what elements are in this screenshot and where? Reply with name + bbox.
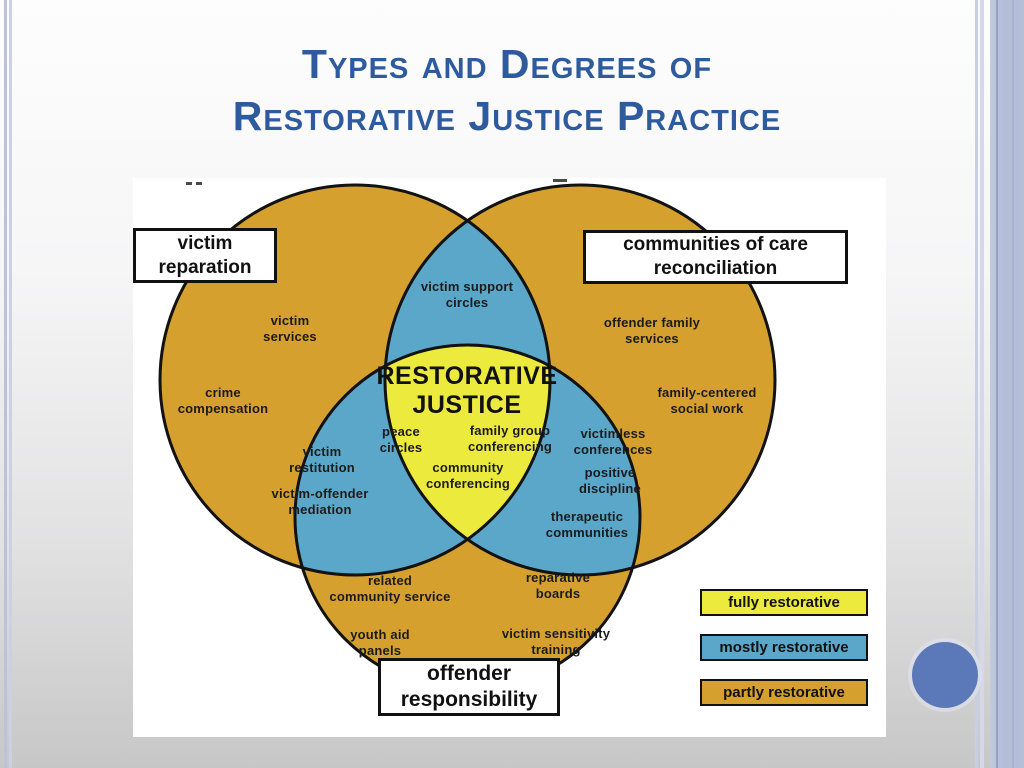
legend-mostly-restorative: mostly restorative	[700, 634, 868, 661]
circle-outline	[158, 183, 552, 577]
legend-fully-restorative: fully restorative	[700, 589, 868, 616]
label-crime-compensation: crime compensation	[177, 385, 269, 416]
label-victim-services: victim services	[263, 313, 317, 344]
right-edge-band	[990, 0, 1024, 768]
venn-diagram-panel: victim reparation communities of care re…	[133, 178, 886, 737]
label-victimless-conferences: victimless conferences	[573, 426, 653, 457]
right-edge-line-1	[996, 0, 998, 768]
label-victim-restitution: victim restitution	[289, 444, 355, 475]
right-edge-line-2	[1012, 0, 1014, 768]
label-peace-circles: peace circles	[379, 424, 423, 455]
label-box-victim-reparation: victim reparation	[133, 228, 277, 283]
label-offender-family-services: offender family services	[603, 315, 701, 346]
slide-title: Types and Degrees of Restorative Justice…	[232, 41, 782, 140]
cropped-text-remnant	[186, 182, 192, 185]
left-edge-stripe-1	[4, 0, 7, 768]
intersection-center	[385, 345, 550, 575]
left-edge-stripe-2	[9, 0, 12, 768]
label-reparative-boards: reparative boards	[525, 570, 591, 601]
right-edge-stripe-2	[980, 0, 984, 768]
label-related-community-service: related community service	[329, 573, 451, 604]
label-box-communities-of-care: communities of care reconciliation	[583, 230, 848, 284]
legend-partly-restorative: partly restorative	[700, 679, 868, 706]
label-box-offender-responsibility: offender responsibility	[378, 658, 560, 716]
center-title: RESTORATIVE JUSTICE	[376, 362, 558, 419]
label-positive-discipline: positive discipline	[579, 465, 641, 496]
cropped-text-remnant	[553, 179, 567, 182]
cropped-text-remnant	[196, 182, 202, 185]
label-victim-offender-mediation: victim-offender mediation	[271, 486, 369, 517]
label-therapeutic-communities: therapeutic communities	[545, 509, 629, 540]
circle-outline	[383, 183, 777, 577]
label-family-group-conferencing: family group conferencing	[467, 423, 553, 454]
label-family-centered-social-work: family-centered social work	[657, 385, 757, 416]
label-youth-aid-panels: youth aid panels	[350, 627, 410, 658]
slide-corner-circle	[912, 642, 978, 708]
label-victim-support-circles: victim support circles	[420, 279, 514, 310]
label-community-conferencing: community conferencing	[425, 460, 511, 491]
right-edge-stripe-1	[975, 0, 978, 768]
label-victim-sensitivity-training: victim sensitivity training	[501, 626, 611, 657]
